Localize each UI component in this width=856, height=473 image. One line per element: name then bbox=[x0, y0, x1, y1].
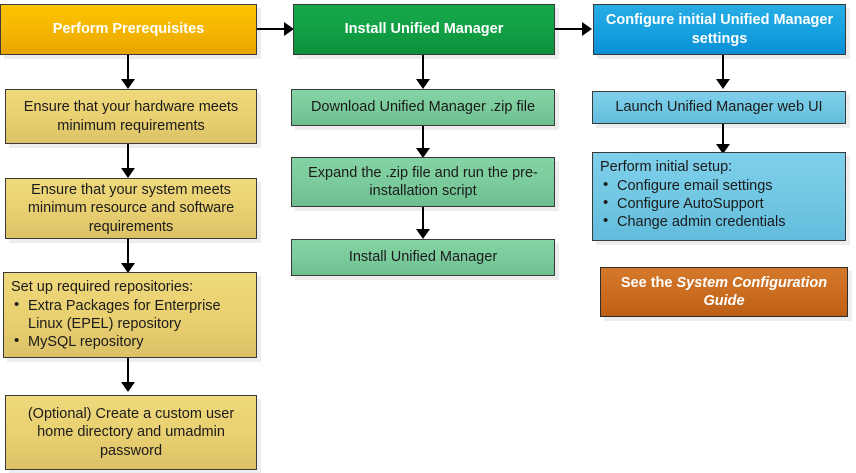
header-configure-initial-settings-label: Configure initial Unified Manager settin… bbox=[605, 12, 834, 47]
step-launch-web-ui[interactable]: Launch Unified Manager web UI bbox=[592, 91, 846, 124]
connector-line-col1-col2 bbox=[257, 28, 288, 30]
connector-arrow-prereq-1 bbox=[121, 79, 135, 89]
header-perform-prerequisites-label: Perform Prerequisites bbox=[52, 21, 205, 38]
connector-line-prereq-2 bbox=[127, 144, 129, 171]
connector-line-config-1 bbox=[722, 55, 724, 82]
connector-arrow-prereq-2 bbox=[121, 168, 135, 178]
connector-line-prereq-1 bbox=[127, 55, 129, 82]
connector-arrow-col2-col3 bbox=[582, 22, 592, 36]
list-item: MySQL repository bbox=[14, 332, 250, 351]
step-launch-web-ui-label: Launch Unified Manager web UI bbox=[615, 99, 823, 116]
list-item: Configure AutoSupport bbox=[603, 194, 839, 213]
step-required-repositories-heading: Set up required repositories: bbox=[11, 279, 194, 295]
step-install-unified-manager[interactable]: Install Unified Manager bbox=[291, 239, 555, 276]
step-system-requirements[interactable]: Ensure that your system meets minimum re… bbox=[5, 178, 257, 239]
connector-line-prereq-3 bbox=[127, 239, 129, 266]
step-hardware-requirements[interactable]: Ensure that your hardware meets minimum … bbox=[5, 89, 257, 144]
step-required-repositories-list: Extra Packages for Enterprise Linux (EPE… bbox=[11, 296, 250, 351]
connector-line-install-2 bbox=[422, 126, 424, 152]
step-custom-user-home-directory-label: (Optional) Create a custom user home dir… bbox=[27, 406, 235, 459]
step-expand-zip-label: Expand the .zip file and run the pre-ins… bbox=[308, 164, 538, 199]
connector-arrow-install-2 bbox=[416, 148, 430, 158]
step-install-unified-manager-label: Install Unified Manager bbox=[348, 249, 498, 266]
reference-system-configuration-guide-label: See the System Configuration Guide bbox=[609, 274, 839, 310]
connector-line-col2-col3 bbox=[555, 28, 586, 30]
connector-arrow-config-2 bbox=[716, 144, 730, 154]
step-download-zip-label: Download Unified Manager .zip file bbox=[310, 99, 536, 116]
step-perform-initial-setup-list: Configure email settings Configure AutoS… bbox=[600, 176, 839, 231]
list-item: Change admin credentials bbox=[603, 212, 839, 231]
header-perform-prerequisites[interactable]: Perform Prerequisites bbox=[0, 4, 257, 55]
step-perform-initial-setup-heading: Perform initial setup: bbox=[600, 159, 733, 175]
connector-line-install-1 bbox=[422, 55, 424, 82]
step-download-zip[interactable]: Download Unified Manager .zip file bbox=[291, 89, 555, 126]
header-install-unified-manager-label: Install Unified Manager bbox=[344, 21, 504, 38]
connector-line-config-2 bbox=[722, 124, 724, 149]
list-item: Extra Packages for Enterprise Linux (EPE… bbox=[14, 296, 250, 333]
header-install-unified-manager[interactable]: Install Unified Manager bbox=[293, 4, 555, 55]
step-required-repositories[interactable]: Set up required repositories: Extra Pack… bbox=[3, 272, 257, 358]
connector-arrow-install-3 bbox=[416, 229, 430, 239]
step-perform-initial-setup[interactable]: Perform initial setup: Configure email s… bbox=[592, 152, 846, 241]
connector-arrow-prereq-3 bbox=[121, 263, 135, 273]
header-configure-initial-settings[interactable]: Configure initial Unified Manager settin… bbox=[593, 4, 846, 55]
reference-prefix: See the bbox=[620, 274, 677, 291]
connector-arrow-col1-col2 bbox=[284, 22, 294, 36]
step-hardware-requirements-label: Ensure that your hardware meets minimum … bbox=[23, 99, 239, 134]
connector-arrow-prereq-4 bbox=[121, 382, 135, 392]
list-item: Configure email settings bbox=[603, 176, 839, 195]
step-custom-user-home-directory[interactable]: (Optional) Create a custom user home dir… bbox=[5, 395, 257, 470]
step-expand-zip[interactable]: Expand the .zip file and run the pre-ins… bbox=[291, 157, 555, 207]
connector-arrow-install-1 bbox=[416, 79, 430, 89]
connector-arrow-config-1 bbox=[716, 79, 730, 89]
connector-line-prereq-4 bbox=[127, 358, 129, 385]
reference-title: System Configuration Guide bbox=[676, 274, 828, 309]
reference-system-configuration-guide[interactable]: See the System Configuration Guide bbox=[600, 267, 848, 317]
connector-line-install-3 bbox=[422, 207, 424, 233]
step-system-requirements-label: Ensure that your system meets minimum re… bbox=[27, 182, 235, 235]
